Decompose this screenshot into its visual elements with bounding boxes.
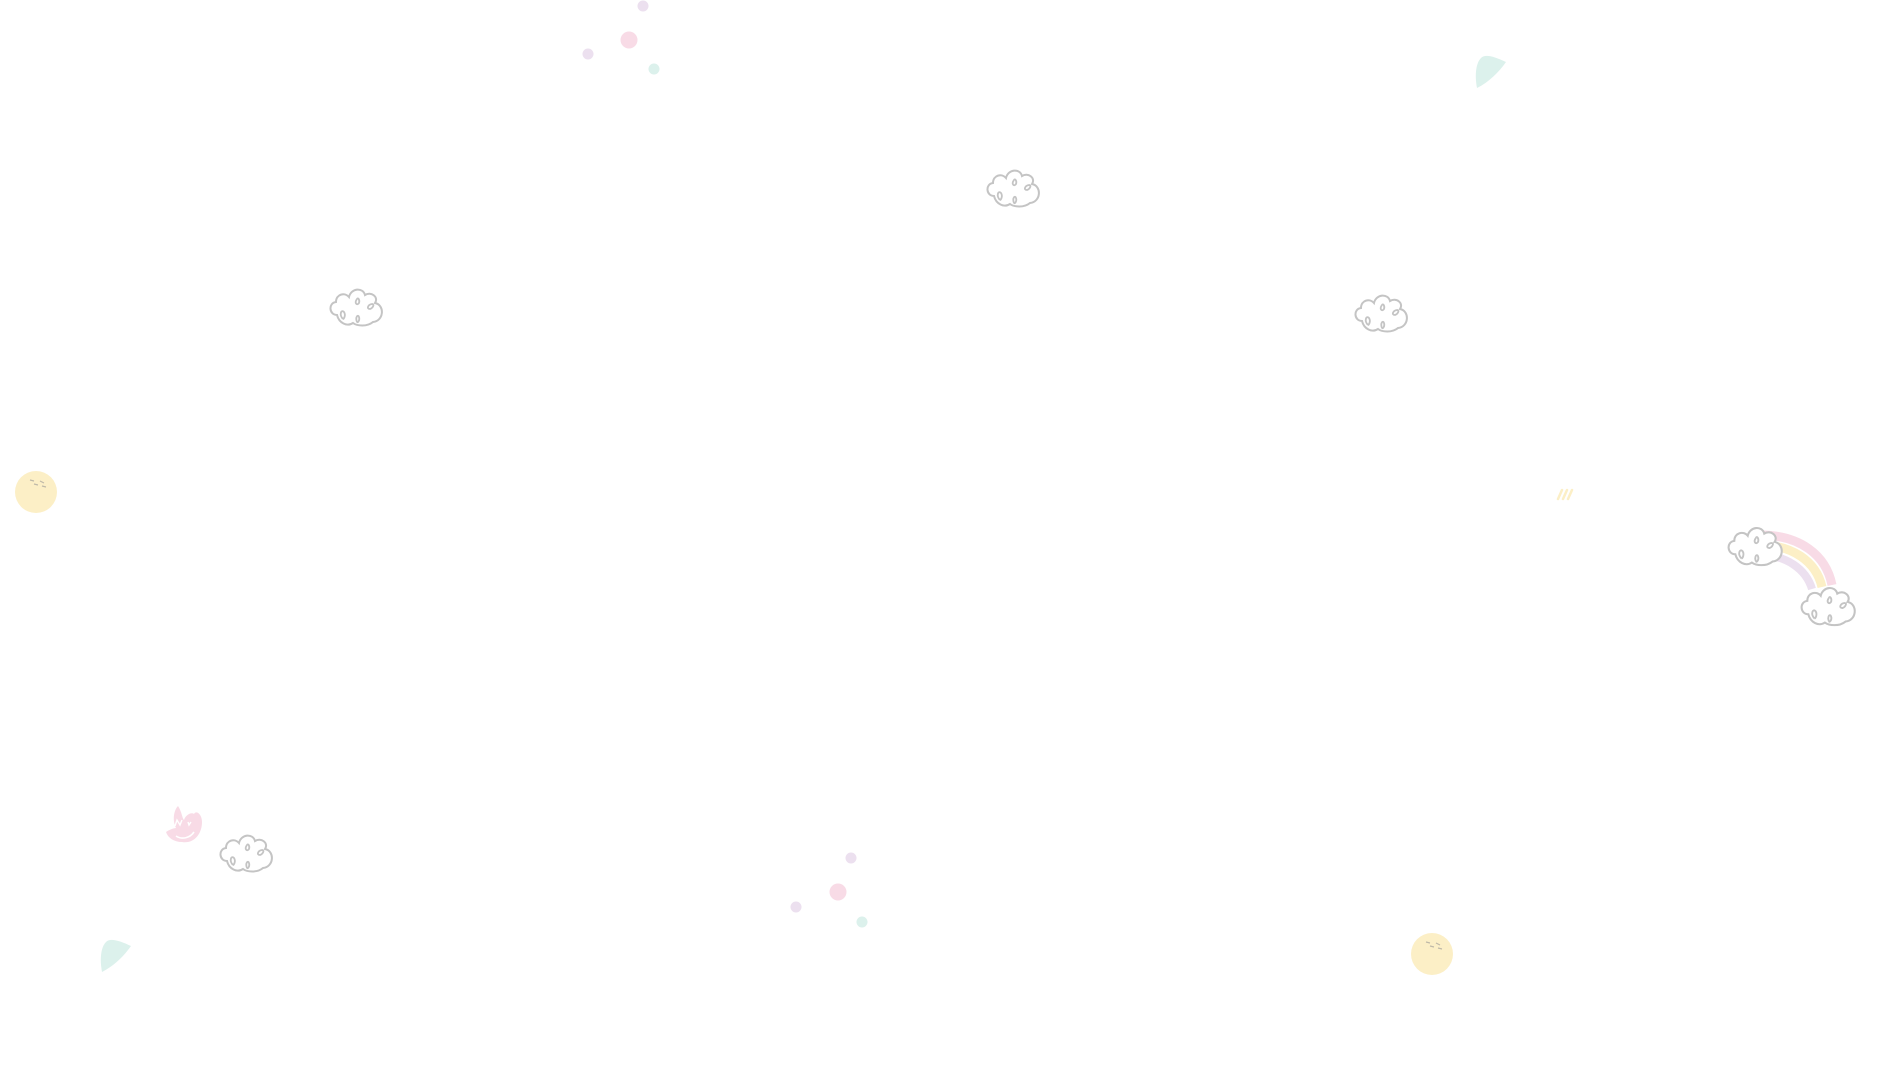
cloud-icon bbox=[1352, 291, 1412, 333]
stripe-icon bbox=[1556, 488, 1574, 501]
decor-dot bbox=[790, 901, 802, 913]
cloud-icon bbox=[327, 285, 387, 327]
flower-icon bbox=[166, 806, 202, 843]
decor-dot bbox=[856, 916, 868, 928]
moon-ball-icon bbox=[14, 470, 58, 514]
decor-dot bbox=[845, 852, 857, 864]
cloud-icon bbox=[984, 166, 1044, 208]
decor-dot bbox=[620, 31, 638, 49]
leaf-icon bbox=[100, 938, 132, 972]
rainbow-icon bbox=[1727, 526, 1856, 627]
decor-dot bbox=[648, 63, 660, 75]
cloud-icon bbox=[217, 831, 277, 873]
moon-ball-icon bbox=[1410, 932, 1454, 976]
decor-dot bbox=[829, 883, 847, 901]
leaf-icon bbox=[1475, 54, 1507, 88]
decor-dot bbox=[637, 0, 649, 12]
decor-dot bbox=[582, 48, 594, 60]
